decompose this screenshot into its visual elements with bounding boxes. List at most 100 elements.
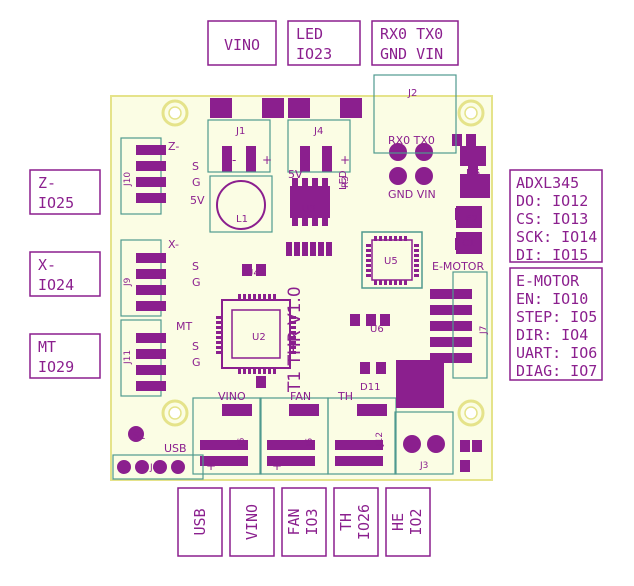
connector-pad xyxy=(136,269,166,279)
chip-pin xyxy=(216,351,222,354)
ref-u3: U3 xyxy=(302,204,316,215)
ref-u5: U5 xyxy=(384,256,398,267)
j6-courtyard xyxy=(192,397,262,475)
chip-pin xyxy=(379,236,382,241)
silk-led: LED xyxy=(338,170,349,190)
smd-pad xyxy=(468,166,478,178)
chip-pin xyxy=(366,274,371,277)
smd-pad xyxy=(452,134,462,146)
annotation-usb: USB xyxy=(191,508,209,535)
chip-pin xyxy=(302,218,308,226)
silk-z-minus: Z- xyxy=(168,140,179,153)
silk-g: G xyxy=(192,276,201,289)
power-pad xyxy=(396,360,444,408)
chip-pin xyxy=(366,249,371,252)
switch-s1 xyxy=(128,426,144,442)
resistor-array xyxy=(286,242,292,256)
connector-pad xyxy=(246,146,256,172)
chip-pin xyxy=(414,249,419,252)
chip-pin xyxy=(312,178,318,186)
connector-tab xyxy=(262,98,284,118)
connector-pad xyxy=(430,321,472,331)
ref-r3: R3 xyxy=(341,176,351,188)
annotation-he-box xyxy=(385,487,431,557)
terminal-pin xyxy=(427,435,445,453)
chip-pin xyxy=(290,346,296,349)
ref-j12: J12 xyxy=(375,432,385,447)
ref-d11: D11 xyxy=(360,382,380,393)
chip-pin xyxy=(404,280,407,285)
chip-pin xyxy=(216,321,222,324)
j4-courtyard xyxy=(287,119,351,173)
silk-plus: + xyxy=(206,459,216,473)
annotation-x-box xyxy=(29,251,101,297)
silk-vin0: VINO xyxy=(218,390,246,403)
chip-pin xyxy=(243,294,246,300)
chip-pin xyxy=(302,178,308,186)
ref-j5: J5 xyxy=(305,438,315,447)
annotation-led-line1: LED xyxy=(296,25,323,43)
annotation-adxl-line5: DI: IO15 xyxy=(516,246,588,264)
smd-pad xyxy=(472,440,482,452)
annotation-mt-line1: MT xyxy=(38,338,56,356)
chip-pin xyxy=(216,331,222,334)
annotation-mt-line2: IO29 xyxy=(38,358,74,376)
usb-pin xyxy=(117,460,131,474)
silk-e-motor: E-MOTOR xyxy=(432,260,484,273)
j8-courtyard xyxy=(112,454,204,480)
chip-pin xyxy=(238,294,241,300)
j3-courtyard xyxy=(394,411,454,475)
usb-pin xyxy=(171,460,185,474)
connector-pad xyxy=(136,145,166,155)
silk-s: S xyxy=(192,260,199,273)
resistor-array xyxy=(302,242,308,256)
silk-plus: + xyxy=(262,153,272,167)
chip-pin xyxy=(258,294,261,300)
header-pin xyxy=(389,143,407,161)
header-pin xyxy=(389,167,407,185)
mounting-hole-drill xyxy=(168,106,182,120)
ref-j9: J9 xyxy=(123,277,133,287)
usb-pin xyxy=(153,460,167,474)
annotation-emotor-line1: E-MOTOR xyxy=(516,272,580,290)
resistor-array xyxy=(294,242,300,256)
annotation-adxl-box xyxy=(509,169,603,263)
annotation-vin0: VINO xyxy=(224,36,260,54)
resistor-array xyxy=(318,242,324,256)
silk-minus: - xyxy=(304,153,308,167)
annotation-z-box xyxy=(29,169,101,215)
silk-5v-j4: 5V xyxy=(288,168,303,181)
smd-pad xyxy=(460,460,470,472)
silk-plus: + xyxy=(272,459,282,473)
ref-u4: U4 xyxy=(246,268,260,279)
header-pin xyxy=(415,167,433,185)
pads xyxy=(117,98,490,474)
chip-pin xyxy=(384,236,387,241)
annotation-th-box xyxy=(333,487,379,557)
chip-pin xyxy=(366,254,371,257)
chip-pin xyxy=(404,236,407,241)
ref-c1: C1 xyxy=(462,238,475,249)
annotation-emotor-line2: EN: IO10 xyxy=(516,290,588,308)
silk-usb: USB xyxy=(164,442,187,455)
connector-pad xyxy=(300,146,310,172)
smd-pad xyxy=(242,264,252,276)
chip-pin xyxy=(290,321,296,324)
connector-pad xyxy=(267,456,315,466)
ref-j4: J4 xyxy=(313,126,323,137)
annotation-mt-box xyxy=(29,333,101,379)
chip-pin xyxy=(366,259,371,262)
chip-pin xyxy=(263,368,266,374)
j12-courtyard xyxy=(327,397,397,475)
chip-pin xyxy=(258,368,261,374)
connector-pad xyxy=(267,440,315,450)
connector-pad xyxy=(200,440,248,450)
connector-pad xyxy=(430,337,472,347)
mounting-hole-drill xyxy=(464,106,478,120)
j10-courtyard xyxy=(120,137,162,215)
silk-plus: + xyxy=(340,153,350,167)
ref-u2: U2 xyxy=(252,332,266,343)
chip-pin xyxy=(322,218,328,226)
smd-pad xyxy=(366,314,376,326)
